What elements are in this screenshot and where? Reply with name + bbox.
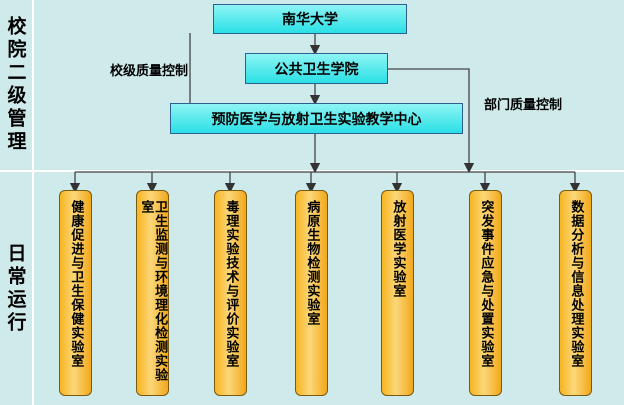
lab-radiation-medicine: 放射医学实验室 xyxy=(381,190,414,396)
lab-environment-monitoring: 卫生监测与环境理化检测实验室 xyxy=(136,190,169,396)
section-label-management: 校院二级管理 xyxy=(4,16,27,154)
annotation-dept-qc: 部门质量控制 xyxy=(484,98,563,113)
lab-data-analysis: 数据分析与信息处理实验室 xyxy=(559,190,592,396)
node-college: 公共卫生学院 xyxy=(245,53,388,84)
vertical-divider xyxy=(32,0,34,405)
node-university: 南华大学 xyxy=(213,4,407,34)
section-label-operation: 日常运行 xyxy=(4,242,27,335)
lab-emergency-response: 突发事件应急与处置实验室 xyxy=(469,190,502,396)
lab-pathogen-detection: 病原生物检测实验室 xyxy=(295,190,328,396)
lab-toxicology: 毒理实验技术与评价实验室 xyxy=(214,190,247,396)
node-teaching-center: 预防医学与放射卫生实验教学中心 xyxy=(170,103,463,134)
annotation-school-qc: 校级质量控制 xyxy=(110,64,189,79)
lab-health-promotion: 健康促进与卫生保健实验室 xyxy=(59,190,92,396)
